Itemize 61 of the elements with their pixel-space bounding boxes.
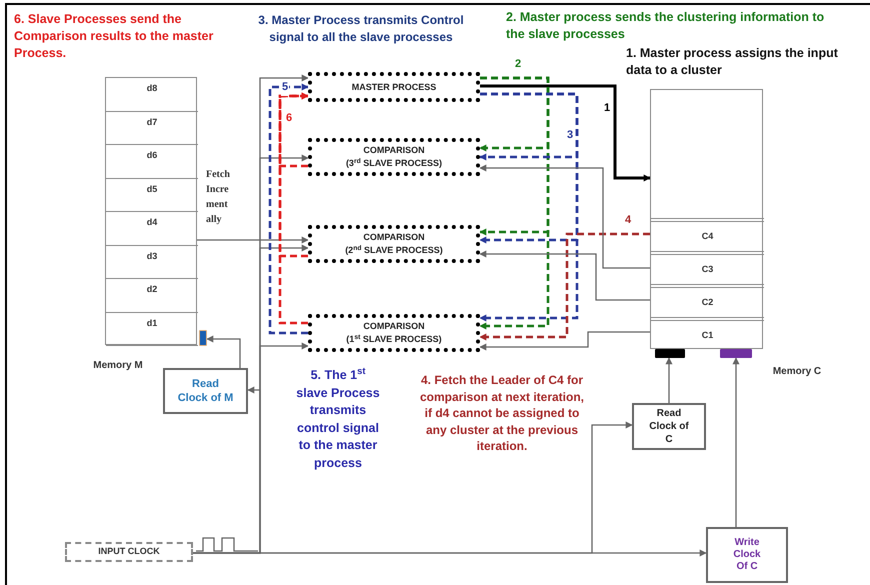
process-label: COMPARISON <box>363 144 425 157</box>
clock-label: Write Clock Of C <box>732 537 762 573</box>
process-label: (3$^{rd}$ SLAVE PROCESS) <box>346 157 442 170</box>
clock-label: Read Clock of M <box>176 377 234 405</box>
process-label: MASTER PROCESS <box>352 80 436 94</box>
cell-label: d8 <box>146 82 158 95</box>
process-box <box>308 72 480 102</box>
annotation-text: 6. Slave Processes send the Comparison results to the master Process. <box>14 11 214 62</box>
cell-label: d4 <box>146 216 158 229</box>
cell-label: C2 <box>702 296 714 309</box>
process-box <box>308 225 480 263</box>
connector-arrow <box>278 92 309 324</box>
process-box <box>308 314 480 352</box>
annotation-text: 1. Master process assigns the input data to a cluster <box>626 45 839 79</box>
cell-label: d6 <box>146 149 158 162</box>
connector-arrow <box>479 76 550 330</box>
memory-block <box>105 77 197 345</box>
connector-arrow <box>193 550 707 556</box>
connector-arrow <box>732 357 740 527</box>
edge-label: 5 <box>281 79 290 96</box>
connector-arrow <box>278 92 309 258</box>
input-clock-box <box>65 542 193 562</box>
cell-label: d1 <box>146 316 158 330</box>
cell-label: C4 <box>702 230 714 243</box>
memory-caption: Memory C <box>772 365 822 378</box>
clock-label: Read Clock of C <box>649 407 689 446</box>
cell-label: d3 <box>146 250 158 262</box>
process-label: COMPARISON <box>363 320 425 333</box>
process-label: (1$^{st}$ SLAVE PROCESS) <box>346 333 442 346</box>
process-label: COMPARISON <box>363 231 425 244</box>
memory-port <box>655 349 685 358</box>
memory-caption: Memory M <box>93 359 143 372</box>
memory-block <box>650 89 763 349</box>
clock-box <box>706 527 788 583</box>
connector-arrow <box>479 164 650 269</box>
connector-arrow <box>206 336 241 368</box>
annotation-text: 5. The 1$^{st}$ slave Process transmits control signal to the master process <box>296 367 380 472</box>
cell-label: d7 <box>146 116 158 128</box>
clock-box <box>163 368 248 414</box>
connector-arrow <box>479 331 650 350</box>
process-box <box>308 138 480 176</box>
annotation-text: 3. Master Process transmits Control signal to all the slave processes <box>257 12 465 46</box>
memory-port <box>199 330 207 346</box>
cell-label: C1 <box>702 328 714 342</box>
cell-label: C3 <box>702 262 714 276</box>
cell-label: d5 <box>146 182 158 196</box>
connector-arrow <box>666 357 672 403</box>
connector-arrow <box>278 92 309 168</box>
connector-arrow <box>479 250 650 301</box>
connector-arrow <box>479 92 578 322</box>
annotation-text: 4. Fetch the Leader of C4 for comparison at next iteration, if d4 cannot be assigned to any cluster at the previous iteration. <box>418 372 586 454</box>
connector-arrow <box>197 236 309 244</box>
process-label: (2$^{nd}$ SLAVE PROCESS) <box>345 244 443 257</box>
connector-arrow <box>479 232 650 340</box>
connector-arrow <box>268 84 309 334</box>
annotation-text: 2. Master process sends the clustering information to the slave processes <box>506 9 826 43</box>
cell-label: d2 <box>146 283 158 296</box>
connector-arrow <box>480 84 651 182</box>
memory-port <box>720 349 752 358</box>
input-clock-label: INPUT CLOCK <box>98 545 160 558</box>
clock-box <box>632 403 706 450</box>
